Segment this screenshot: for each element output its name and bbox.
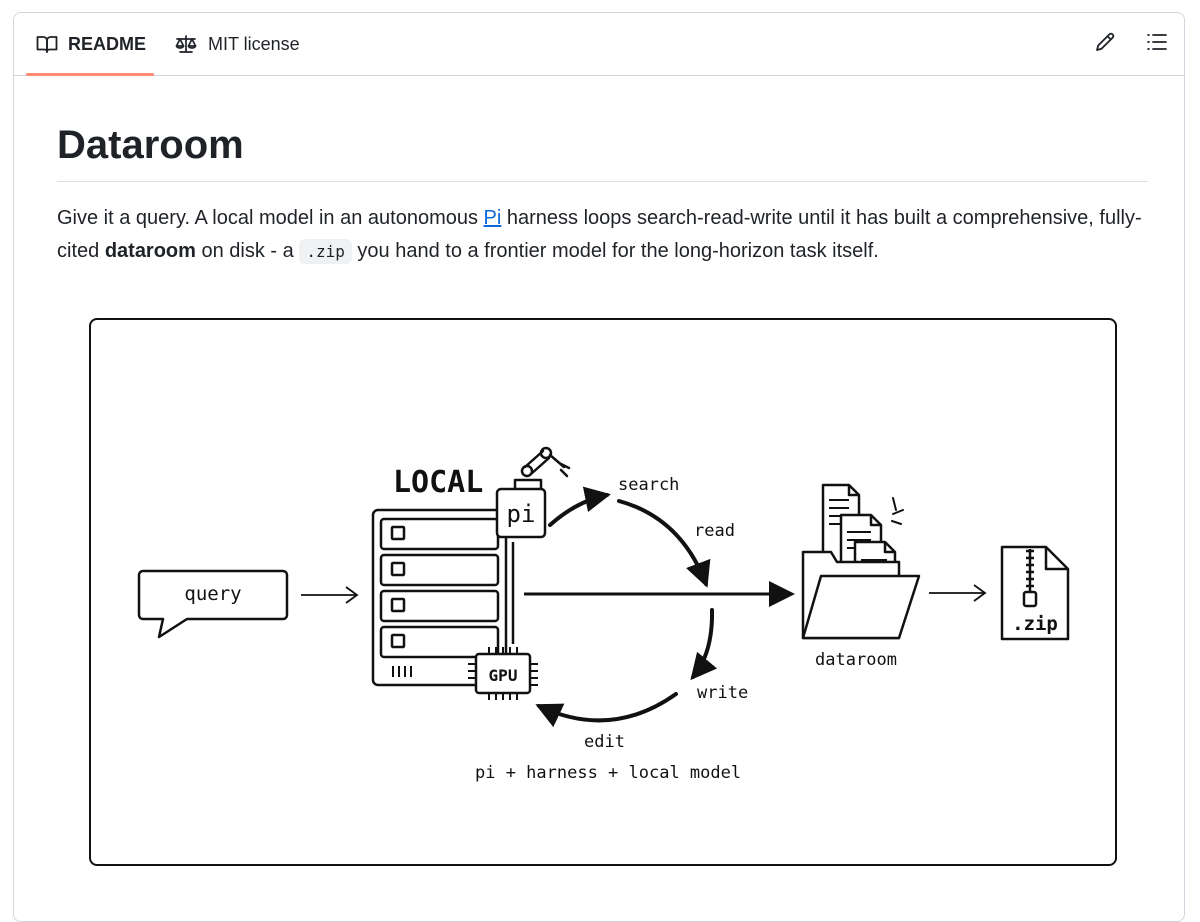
edit-file-button[interactable] xyxy=(1090,29,1120,59)
pi-chip: pi xyxy=(495,487,547,539)
zip-file-icon: .zip xyxy=(1000,545,1070,641)
tab-readme[interactable]: README xyxy=(26,13,154,76)
harness-loop xyxy=(535,486,718,728)
server-rack-icon xyxy=(371,508,508,687)
local-label: LOCAL xyxy=(393,465,483,500)
loop-arrow-search xyxy=(548,486,611,527)
list-icon xyxy=(1146,32,1168,57)
read-label: read xyxy=(694,521,735,541)
outline-button[interactable] xyxy=(1142,29,1172,59)
pi-link[interactable]: Pi xyxy=(483,207,502,229)
pi-label: pi xyxy=(507,500,536,528)
intro-paragraph: Give it a query. A local model in an aut… xyxy=(57,202,1157,268)
loop-arrow-edit xyxy=(535,692,678,728)
intro-text-3: on disk - a xyxy=(195,240,300,262)
tab-readme-label: README xyxy=(68,33,147,54)
loop-arrow-read xyxy=(617,499,711,588)
architecture-diagram: query LOCAL xyxy=(89,318,1117,866)
readme-panel: README MIT license xyxy=(13,12,1185,922)
arrow-to-zip xyxy=(929,584,987,602)
dataroom-folder-icon xyxy=(801,483,921,640)
intro-bold-dataroom: dataroom xyxy=(104,240,196,262)
dataroom-label: dataroom xyxy=(815,650,897,670)
gpu-label: GPU xyxy=(489,666,518,685)
edit-label: edit xyxy=(584,732,625,752)
search-label: search xyxy=(618,475,679,495)
arrow-query-to-local xyxy=(301,586,359,604)
tab-license[interactable]: MIT license xyxy=(172,13,300,75)
scale-icon xyxy=(174,34,198,54)
diagram-canvas: query LOCAL xyxy=(137,446,1070,783)
query-label: query xyxy=(184,583,241,605)
book-icon xyxy=(36,34,58,54)
robot-arm-icon xyxy=(513,446,571,490)
intro-text-4: you hand to a frontier model for the lon… xyxy=(351,240,879,262)
pencil-icon xyxy=(1094,31,1116,58)
intro-text-1: Give it a query. A local model in an aut… xyxy=(57,207,484,229)
intro-code-zip: .zip xyxy=(299,239,352,264)
tab-license-label: MIT license xyxy=(208,33,300,54)
write-label: write xyxy=(697,683,748,703)
query-bubble: query xyxy=(137,569,289,639)
loop-arrow-write xyxy=(690,608,718,681)
page-title: Dataroom xyxy=(57,117,1148,182)
readme-tabbar: README MIT license xyxy=(14,13,1184,76)
zip-label: .zip xyxy=(1012,613,1058,635)
intro-text-2: harness loops search-read-write until it… xyxy=(57,207,1142,262)
loop-caption: pi + harness + local model xyxy=(475,763,741,783)
gpu-chip-icon: GPU xyxy=(468,647,538,700)
